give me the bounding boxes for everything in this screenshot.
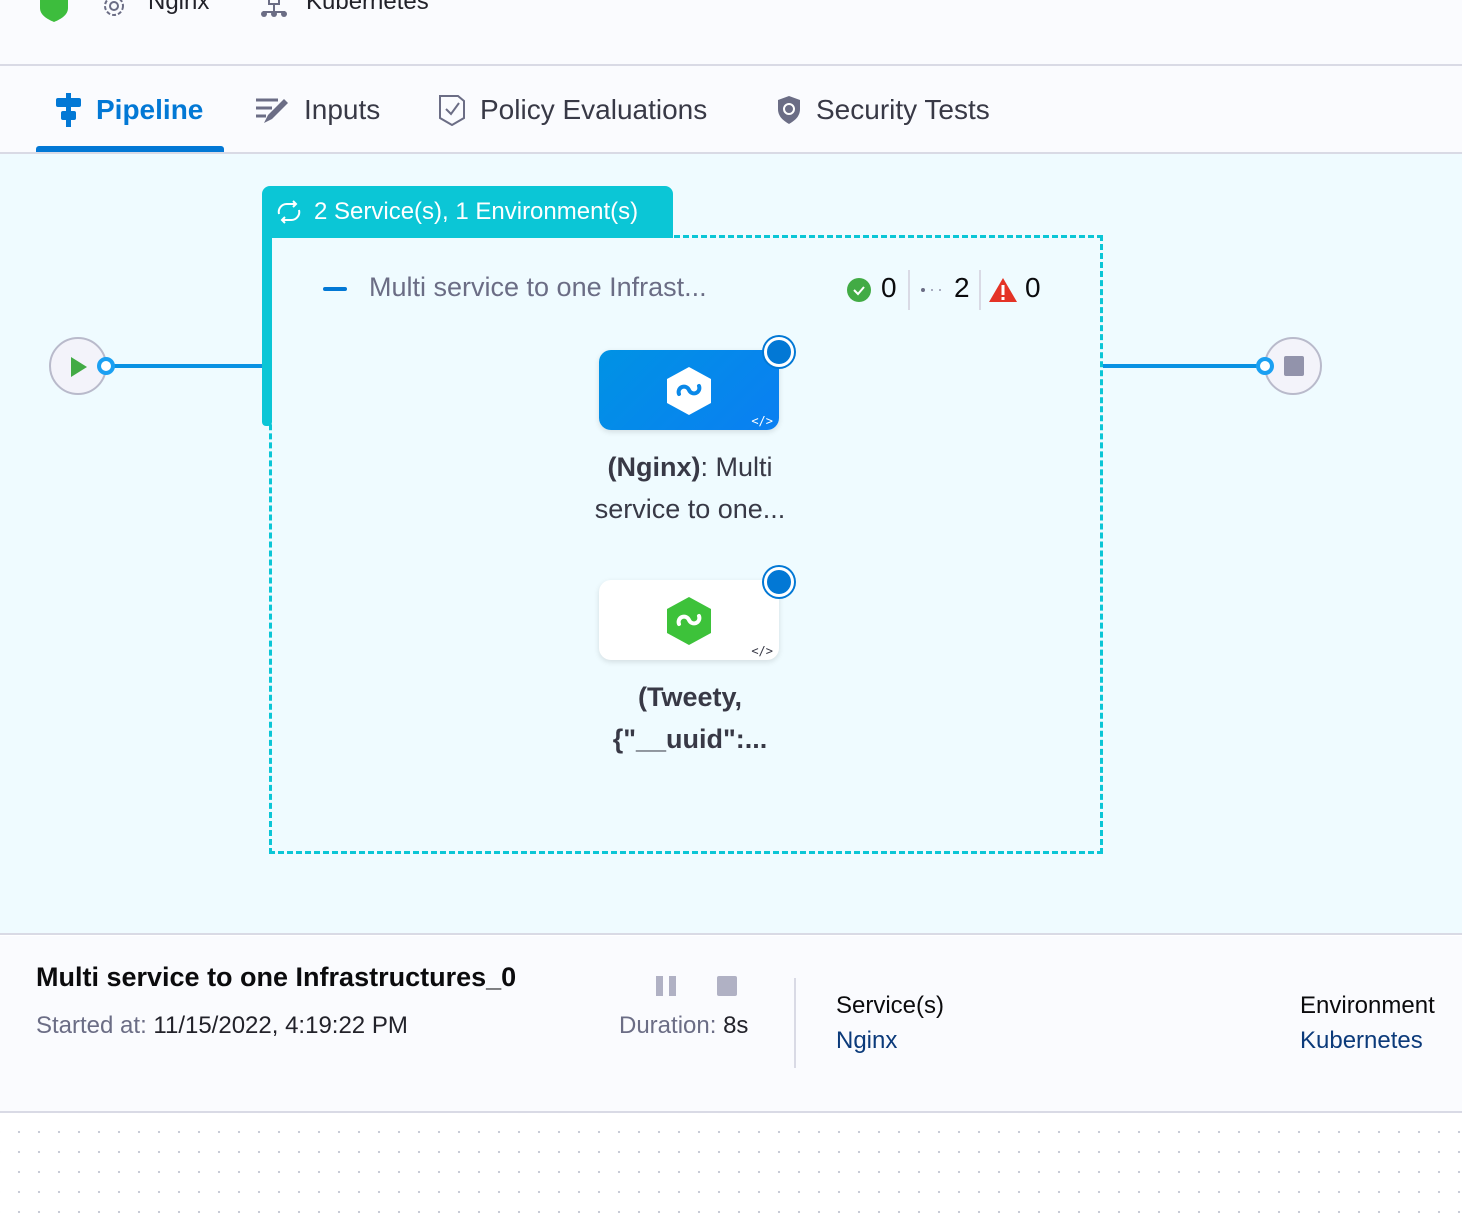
pause-button[interactable] (656, 976, 678, 996)
stop-button[interactable] (717, 976, 737, 996)
play-icon (71, 357, 87, 377)
divider (979, 270, 981, 310)
running-badge (764, 337, 794, 367)
pipeline-canvas[interactable] (0, 154, 1462, 935)
service-node-nginx[interactable]: </> (599, 350, 779, 430)
gear-icon (104, 0, 124, 16)
duration-label: Duration: (619, 1012, 717, 1039)
success-count: 0 (881, 272, 897, 303)
divider (794, 978, 796, 1068)
tab-label: Pipeline (96, 94, 204, 125)
service-name: Nginx (148, 0, 210, 15)
tab-label: Policy Evaluations (480, 94, 708, 125)
duration-value: 8s (723, 1012, 749, 1039)
service-shield-icon (40, 0, 68, 22)
group-header[interactable]: 2 Service(s), 1 Environment(s) (262, 186, 673, 238)
environment-label: Environment (1300, 992, 1435, 1019)
execution-details-panel: Multi service to one Infrastructures_0 S… (0, 936, 1462, 1113)
label-bold: (Nginx) (607, 452, 701, 482)
success-icon (847, 278, 871, 302)
connector-line (108, 364, 264, 368)
group-label: 2 Service(s), 1 Environment(s) (314, 198, 639, 225)
top-bar: Nginx Kubernetes (0, 0, 1462, 66)
tab-bar: Pipeline Inputs Policy Evaluations Secur… (0, 66, 1462, 154)
connector-line (1103, 364, 1263, 368)
started-label: Started at: (36, 1012, 147, 1039)
pending-count: 2 (954, 272, 970, 303)
deploy-icon (667, 597, 711, 645)
services-label: Service(s) (836, 992, 945, 1019)
policy-icon (439, 95, 465, 126)
environment-link[interactable]: Kubernetes (1300, 1027, 1423, 1054)
inputs-icon (256, 98, 288, 123)
service-node-label: (Nginx): Multi service to one... (560, 446, 820, 530)
tab-label: Inputs (304, 94, 381, 125)
stop-icon (1284, 356, 1304, 376)
label-line2: {"__uuid":... (612, 724, 768, 754)
infrastructure-icon (261, 0, 287, 17)
divider (908, 270, 910, 310)
label-rest: : Multi (700, 452, 773, 482)
active-tab-indicator (36, 146, 224, 152)
infrastructure-name: Kubernetes (306, 0, 429, 15)
stage-group-box (269, 235, 1103, 854)
service-node-label: (Tweety, {"__uuid":... (560, 676, 820, 760)
loop-icon (277, 200, 301, 224)
end-node (1264, 337, 1322, 395)
running-badge (764, 567, 794, 597)
collapse-icon[interactable] (323, 287, 347, 291)
label-line1: (Tweety, (637, 682, 743, 712)
label-line2: service to one... (594, 494, 786, 524)
stage-title: Multi service to one Infrast... (369, 272, 707, 302)
end-port (1256, 357, 1274, 375)
duration: Duration: 8s (619, 1012, 748, 1040)
pipeline-icon (56, 93, 81, 127)
start-port (97, 357, 115, 375)
tab-policy-evaluations[interactable]: Policy Evaluations (438, 90, 707, 130)
code-icon: </> (751, 414, 773, 428)
tab-security-tests[interactable]: Security Tests (776, 90, 990, 130)
start-node (49, 337, 107, 395)
group-side-bar (262, 236, 272, 426)
tab-label: Security Tests (816, 94, 990, 125)
pending-icon (921, 288, 941, 292)
warning-icon (989, 278, 1017, 302)
started-at: Started at: 11/15/2022, 4:19:22 PM (36, 1012, 408, 1040)
service-node-tweety[interactable]: </> (599, 580, 779, 660)
deploy-icon (667, 367, 711, 415)
failed-count: 0 (1025, 272, 1041, 303)
stage-name: Multi service to one Infrastructures_0 (36, 962, 517, 992)
tab-pipeline[interactable]: Pipeline (56, 90, 203, 130)
shield-icon (778, 96, 800, 124)
started-value: 11/15/2022, 4:19:22 PM (153, 1012, 408, 1039)
code-icon: </> (751, 644, 773, 658)
service-link[interactable]: Nginx (836, 1027, 898, 1054)
dotted-background (0, 1113, 1462, 1228)
tab-inputs[interactable]: Inputs (256, 90, 380, 130)
